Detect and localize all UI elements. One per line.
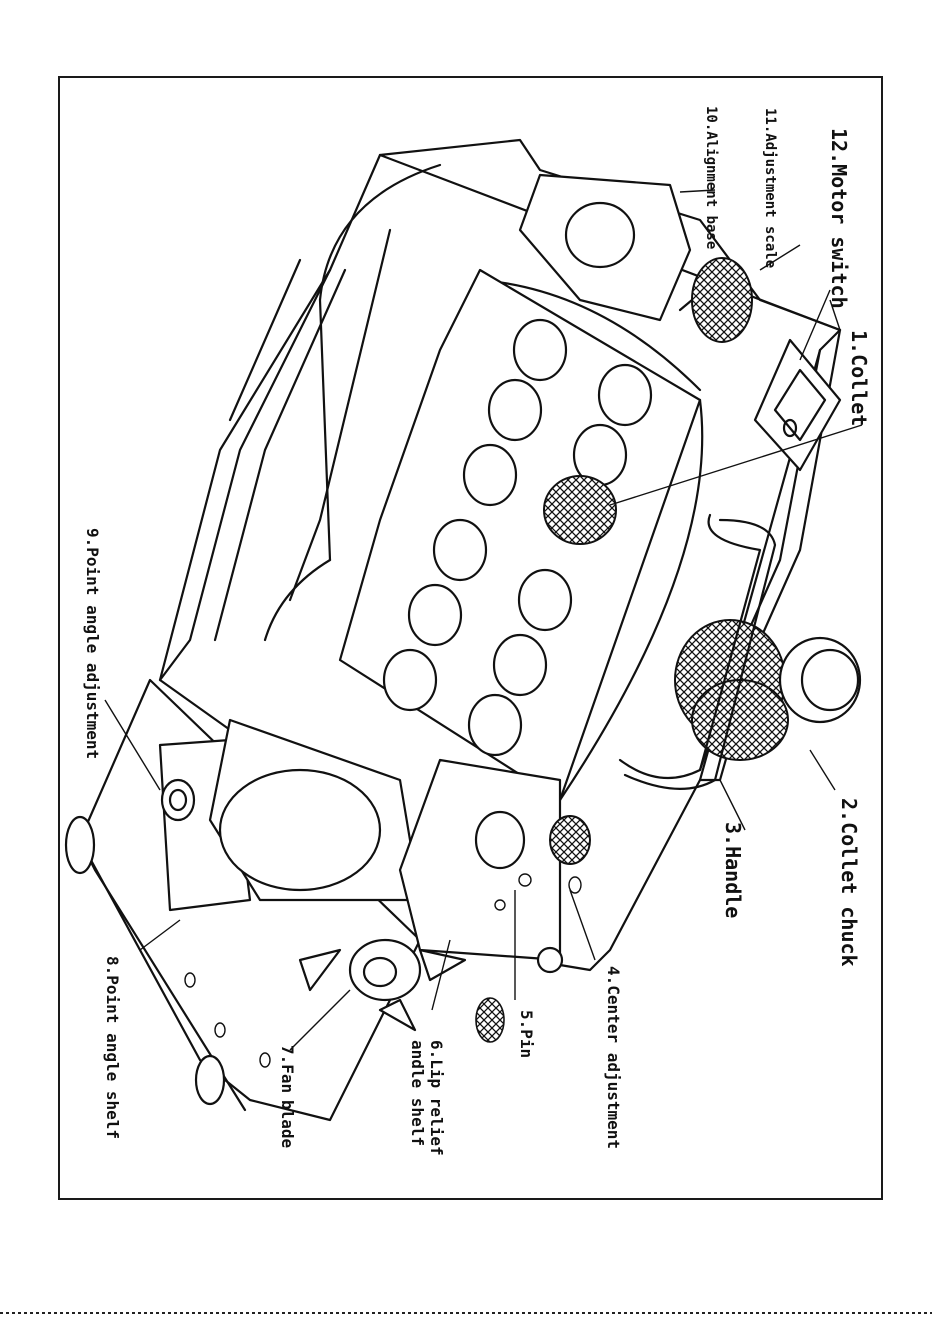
label-collet-chuck: 2.Collet chuck [837, 798, 861, 967]
label-fan-blade-2: blade [278, 1100, 297, 1148]
label-center-adjustment: 4.Center adjustment [604, 966, 623, 1149]
label-motor-switch: 12.Motor switch [827, 128, 851, 309]
label-point-angle-adjustment: 9.Point angle adjustment [83, 528, 102, 759]
label-fan-blade-1: 7.Fan [278, 1045, 297, 1093]
label-adjustment-scale: 11.Adjustment scale [762, 108, 778, 268]
label-pin: 5.Pin [517, 1010, 536, 1058]
label-lip-relief-1: 6.Lip relief [427, 1040, 446, 1156]
label-collet: 1.Collet [847, 330, 871, 426]
collet-chuck-part [675, 620, 860, 760]
bottom-dotted-rule [0, 1310, 932, 1316]
collet-part [544, 476, 616, 544]
label-handle: 3.Handle [721, 822, 745, 918]
label-lip-relief-2: andle shelf [408, 1040, 427, 1146]
label-point-angle-shelf: 8.Point angle shelf [103, 956, 122, 1139]
label-alignment-base: 10.Alignment base [703, 106, 719, 249]
